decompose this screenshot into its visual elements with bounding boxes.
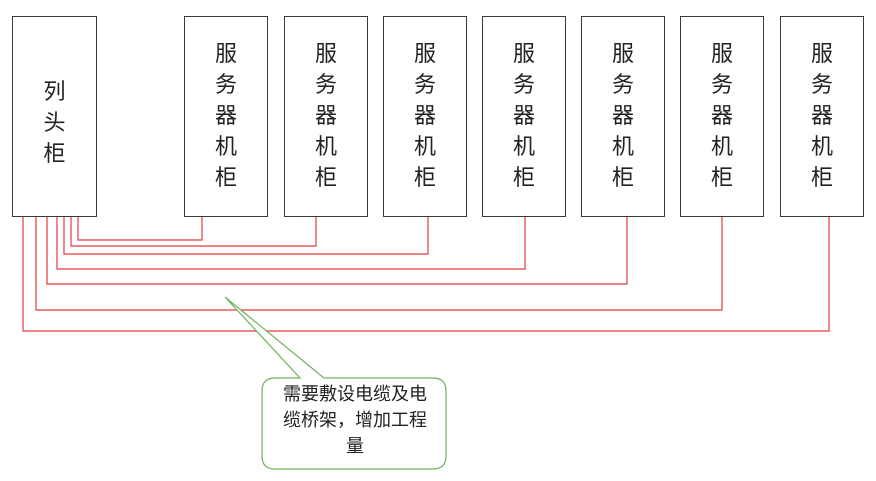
server-cabinet-label: 服务器机柜 — [810, 42, 833, 191]
cable-1 — [77, 217, 203, 241]
server-cabinet-label: 服务器机柜 — [611, 42, 634, 191]
server-cabinet: 服务器机柜 — [482, 16, 566, 217]
server-cabinet-label: 服务器机柜 — [214, 42, 237, 191]
server-cabinet: 服务器机柜 — [581, 16, 665, 217]
callout-text: 需要敷设电缆及电缆桥架，增加工程量 — [283, 384, 427, 457]
server-cabinet: 服务器机柜 — [284, 16, 368, 217]
cable-2 — [70, 217, 317, 247]
cable-6 — [35, 217, 723, 311]
cable-7 — [22, 217, 830, 332]
cable-5 — [46, 217, 628, 285]
callout-bubble — [224, 296, 447, 470]
server-cabinet-label: 服务器机柜 — [512, 42, 535, 191]
server-cabinet: 服务器机柜 — [780, 16, 864, 217]
server-cabinet: 服务器机柜 — [680, 16, 764, 217]
server-cabinet: 服务器机柜 — [184, 16, 268, 217]
server-cabinet-label: 服务器机柜 — [710, 42, 733, 191]
cable-4 — [56, 217, 526, 270]
server-cabinet-label: 服务器机柜 — [314, 42, 337, 191]
head-cabinet-label: 列头柜 — [43, 80, 66, 167]
cable-3 — [63, 217, 429, 255]
server-cabinet: 服务器机柜 — [383, 16, 467, 217]
server-cabinet-label: 服务器机柜 — [413, 42, 436, 191]
head-cabinet: 列头柜 — [12, 16, 97, 217]
